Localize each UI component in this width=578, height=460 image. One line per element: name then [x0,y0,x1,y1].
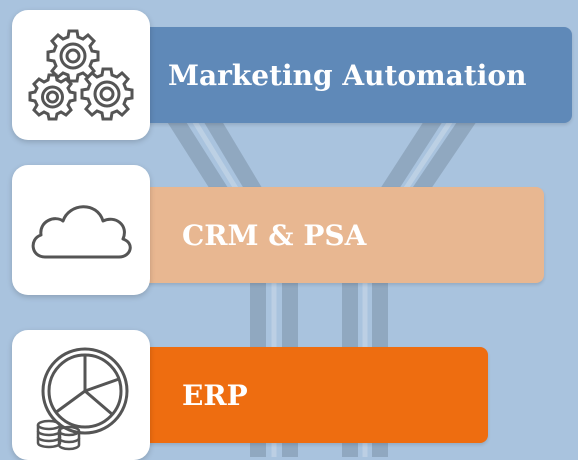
erp-label: ERP [182,378,248,412]
marketing-automation-label: Marketing Automation [168,58,527,92]
pie-chart-coins-icon [36,347,129,451]
erp-bar: ERP [100,347,488,443]
erp-tile [12,330,150,460]
cloud-icon [31,205,132,259]
marketing-automation-bar: Marketing Automation [100,27,572,123]
marketing-automation-tile [12,10,150,140]
crm-psa-bar: CRM & PSA [100,187,544,283]
crm-psa-label: CRM & PSA [182,218,367,252]
crm-psa-tile [12,165,150,295]
gears-icon [28,29,134,121]
